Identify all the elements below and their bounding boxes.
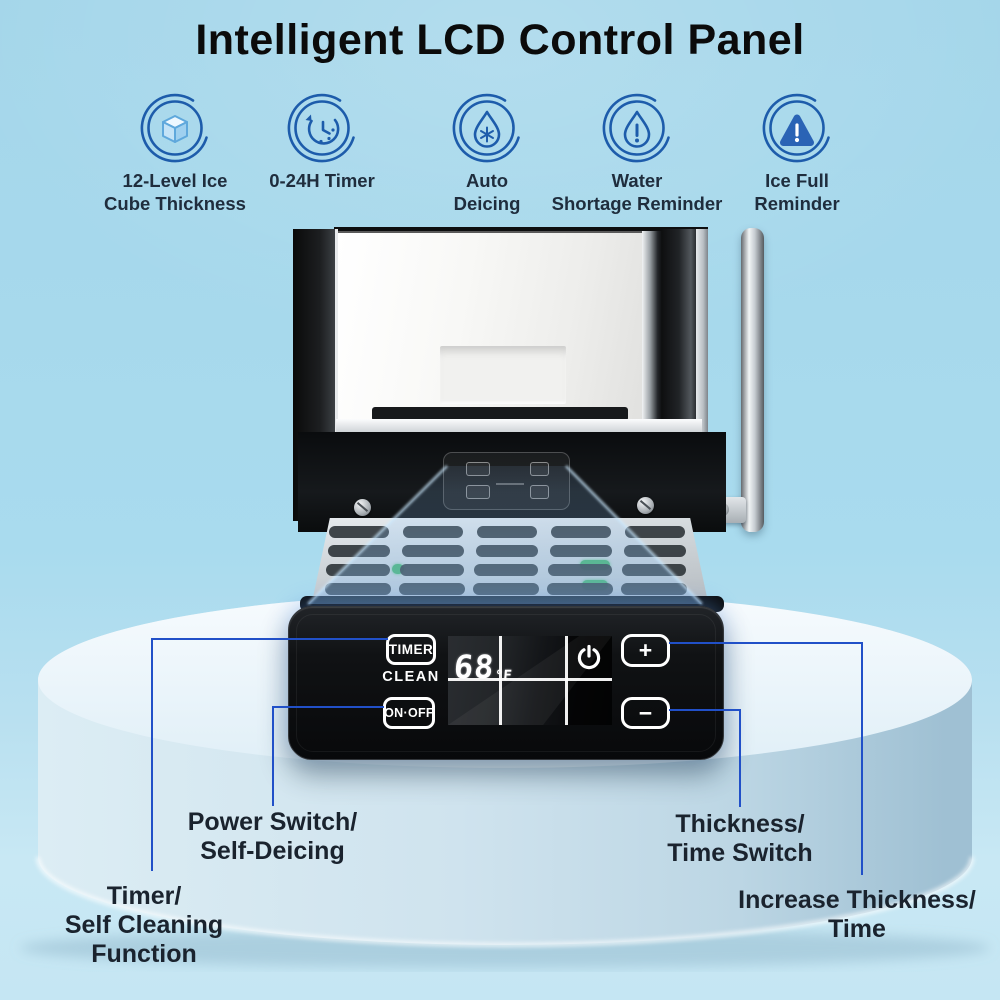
increase-button[interactable]: +: [621, 634, 670, 667]
thickness-switch-label: Thickness/ Time Switch: [590, 810, 890, 868]
vent-slot: [403, 526, 463, 538]
vent-slot: [398, 583, 465, 595]
lcd-grid-line: [565, 636, 568, 725]
mini-divider: [496, 483, 524, 485]
temperature-value: 68: [452, 648, 497, 686]
on-off-button[interactable]: ON·OFF: [383, 697, 435, 729]
callout-line-thickness: [739, 709, 741, 807]
label-line: Time Switch: [667, 839, 813, 867]
callout-line-thickness: [669, 709, 741, 711]
feature-label: Water Shortage Reminder: [542, 170, 732, 215]
vent-slot: [548, 564, 612, 576]
mini-plus-button: [530, 462, 549, 476]
temperature-readout: 68°F: [452, 648, 513, 686]
feature-timer: 0-24H Timer: [227, 90, 417, 193]
label-line: Cube Thickness: [104, 192, 246, 214]
feature-label: Ice Full Reminder: [702, 170, 892, 215]
increase-thickness-label: Increase Thickness/ Time: [662, 886, 1000, 944]
clean-label: CLEAN: [382, 669, 440, 685]
label-line: Time: [828, 915, 886, 943]
vent-slot: [549, 545, 612, 557]
vent-slot: [324, 583, 391, 595]
lcd-display: 68°F: [448, 636, 612, 725]
label-line: Thickness/: [675, 810, 805, 838]
feature-ice-full: Ice Full Reminder: [702, 90, 892, 215]
vent-slot: [329, 526, 389, 538]
label-line: Timer/: [106, 882, 182, 910]
mini-timer-button: [466, 462, 490, 476]
label-line: 12-Level Ice: [122, 170, 228, 191]
lcd-control-panel: TIMER CLEAN ON·OFF 68°F + −: [288, 606, 724, 760]
mini-onoff-button: [466, 485, 490, 499]
door-gasket: [372, 407, 628, 421]
lcd-grid-line: [499, 636, 502, 725]
label-line: 0-24H Timer: [269, 170, 375, 191]
callout-line-increase: [669, 642, 863, 644]
auto-deicing-icon: [452, 93, 520, 163]
screw-right: [637, 497, 654, 514]
label-line: Self Cleaning: [64, 911, 224, 939]
callout-line-timer: [151, 638, 153, 871]
vent-slot: [474, 564, 538, 576]
feature-label: 12-Level Ice Cube Thickness: [80, 170, 270, 215]
label-line: Shortage Reminder: [551, 192, 723, 214]
vent-slot: [327, 545, 390, 557]
ice-full-icon: [762, 93, 830, 163]
vent-slot: [546, 583, 613, 595]
vent-slot: [401, 545, 464, 557]
vent-slot: [475, 545, 538, 557]
page-title: Intelligent LCD Control Panel: [195, 16, 805, 64]
timer-icon: [287, 93, 355, 163]
door-frame-right: [642, 231, 662, 425]
vent-slot: [623, 545, 686, 557]
door-recess: [440, 346, 566, 404]
label-line: Power Switch/: [187, 808, 358, 836]
screw-left: [354, 499, 371, 516]
feature-ice-thickness: 12-Level Ice Cube Thickness: [80, 90, 270, 215]
water-shortage-icon: [602, 93, 670, 163]
label-line: Reminder: [754, 192, 840, 214]
label-line: Self-Deicing: [200, 837, 345, 865]
callout-line-power: [272, 706, 384, 708]
vent-slot: [477, 526, 537, 538]
vent-slot: [622, 564, 686, 576]
lcd-grid-line: [448, 678, 612, 681]
vent-slot: [472, 583, 539, 595]
label-line: Increase Thickness/: [738, 886, 976, 914]
feature-label: 0-24H Timer: [227, 170, 417, 193]
door-handle[interactable]: [741, 228, 764, 532]
callout-line-power: [272, 706, 274, 806]
label-line: Water: [611, 170, 663, 191]
decrease-button[interactable]: −: [621, 697, 670, 729]
power-icon: [577, 644, 601, 670]
vent-slot: [551, 526, 611, 538]
power-switch-label: Power Switch/ Self-Deicing: [120, 808, 425, 866]
label-line: Deicing: [453, 192, 521, 214]
label-line: Function: [91, 940, 197, 968]
machine-control-panel-small: [443, 452, 570, 510]
vent-slot: [400, 564, 464, 576]
vent-slot: [625, 526, 685, 538]
callout-line-increase: [861, 642, 863, 875]
callout-line-timer: [151, 638, 388, 640]
ice-cube-icon: [140, 93, 208, 163]
feature-auto-deicing: Auto Deicing: [392, 90, 582, 215]
feature-label: Auto Deicing: [392, 170, 582, 215]
machine-top-frame: [334, 227, 708, 233]
timer-function-label: Timer/ Self Cleaning Function: [0, 882, 288, 969]
vent-slot: [326, 564, 390, 576]
label-line: Auto: [465, 170, 509, 191]
timer-clean-button[interactable]: TIMER: [386, 634, 436, 665]
mini-minus-button: [530, 485, 549, 499]
vent-slot: [620, 583, 687, 595]
temperature-unit: °F: [494, 668, 513, 684]
vent-grille: [312, 518, 708, 602]
machine-sill: [336, 419, 702, 434]
feature-water-shortage: Water Shortage Reminder: [542, 90, 732, 215]
label-line: Ice Full: [765, 170, 829, 191]
